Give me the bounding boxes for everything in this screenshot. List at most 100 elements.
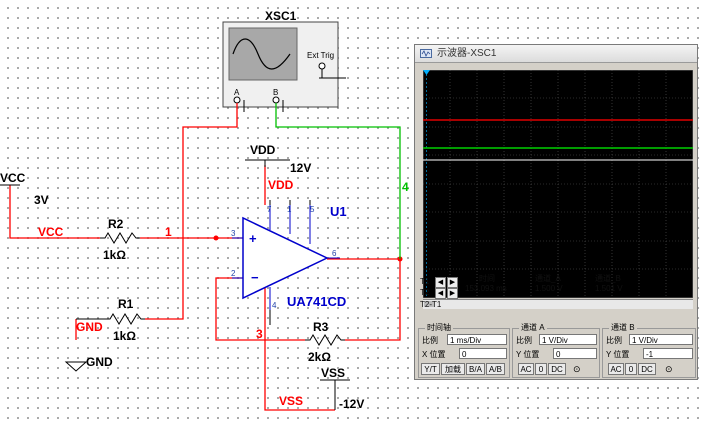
black-wires xyxy=(0,159,350,410)
channel-a-zero-button[interactable]: 0 xyxy=(535,363,547,375)
pin-3: 3 xyxy=(231,229,236,238)
pin-2: 2 xyxy=(231,269,236,278)
gnd-net-label: GND xyxy=(76,320,103,334)
t2-right-arrow-icon[interactable]: ▶ xyxy=(447,288,458,299)
channel-a-ac-button[interactable]: AC xyxy=(518,363,534,375)
scope-display[interactable] xyxy=(423,70,693,298)
channel-a-dc-button[interactable]: DC xyxy=(548,363,566,375)
channel-a-probe-icon[interactable]: ⊙ xyxy=(573,364,581,374)
r3-value: 2kΩ xyxy=(308,350,331,364)
load-button[interactable]: 加载 xyxy=(441,363,465,375)
readout-header-a: 通道_A xyxy=(535,274,561,283)
readout-row-t2-t1: T2-T1 xyxy=(420,300,442,309)
green-wire xyxy=(275,103,401,259)
channel-b-scale-field[interactable]: 1 V/Div xyxy=(629,334,693,345)
vcc-source-value: 3V xyxy=(34,193,49,207)
pin-5: 5 xyxy=(310,205,315,214)
channel-b-zero-button[interactable]: 0 xyxy=(625,363,637,375)
readout-header-b: 通道_B xyxy=(595,274,621,283)
display-scrollbar[interactable] xyxy=(423,299,693,309)
channel-b-group: 通道 B 比例 1 V/Div Y 位置 -1 AC 0 DC ⊙ xyxy=(602,322,696,378)
channel-a-group: 通道 A 比例 1 V/Div Y 位置 0 AC 0 DC ⊙ xyxy=(512,322,600,378)
ab-button[interactable]: A/B xyxy=(486,363,505,375)
node-junction xyxy=(213,235,219,241)
timebase-title: 时间轴 xyxy=(425,322,453,333)
window-title: 示波器-XSC1 xyxy=(437,48,497,59)
window-titlebar[interactable]: 示波器-XSC1 xyxy=(415,45,697,63)
vss-name: VSS xyxy=(321,366,345,380)
vcc-net-label: VCC xyxy=(38,225,64,239)
channel-b-title: 通道 B xyxy=(609,322,637,333)
vss-net-label: VSS xyxy=(279,394,303,408)
readout-row-t2: T2 xyxy=(420,288,430,297)
timebase-scale-label: 比例 xyxy=(422,336,438,345)
opamp-part: UA741CD xyxy=(287,294,346,309)
readout-t1-b: 1.501 V xyxy=(595,284,623,293)
red-wires xyxy=(9,103,401,411)
pin-7: 7 xyxy=(267,205,272,214)
opamp-u1[interactable]: + − 7 1 5 3 2 4 6 U1 UA741CD xyxy=(231,204,347,310)
channel-b-terminal-icon[interactable] xyxy=(272,96,280,104)
channel-a-scale-field[interactable]: 1 V/Div xyxy=(539,334,597,345)
vdd-net-label: VDD xyxy=(268,178,294,192)
readout-header-time: 时间 xyxy=(479,274,495,283)
t1-left-arrow-icon[interactable]: ◀ xyxy=(435,277,446,288)
vcc-source-name: VCC xyxy=(0,171,26,185)
resistor-r2[interactable]: R2 1kΩ xyxy=(100,217,140,262)
inverting-sign: − xyxy=(251,270,259,285)
noninverting-sign: + xyxy=(249,231,257,246)
timebase-xpos-field[interactable]: 0 xyxy=(459,348,507,359)
scope-screen-icon xyxy=(228,27,298,81)
channel-a-ypos-label: Y 位置 xyxy=(516,350,540,359)
r2-value: 1kΩ xyxy=(103,248,126,262)
channel-b-ypos-label: Y 位置 xyxy=(606,350,630,359)
readout-t1-time: 153.093 ms xyxy=(465,284,507,293)
ba-button[interactable]: B/A xyxy=(466,363,485,375)
vss-value: -12V xyxy=(339,397,364,411)
channel-a-terminal-icon[interactable] xyxy=(233,96,241,104)
scrollbar-thumb[interactable] xyxy=(424,301,434,307)
vdd-value: 12V xyxy=(290,161,311,175)
channel-a-scale-label: 比例 xyxy=(516,336,532,345)
vdd-name: VDD xyxy=(250,143,276,157)
r1-name: R1 xyxy=(118,297,134,311)
scope-sine-icon xyxy=(232,38,291,70)
oscilloscope-window[interactable]: 示波器-XSC1 T1 T2 T2-T1 ◀ ▶ ◀ ▶ 时间 通道_A 通道_… xyxy=(414,44,698,380)
t2-left-arrow-icon[interactable]: ◀ xyxy=(435,288,446,299)
r2-name: R2 xyxy=(108,217,124,231)
pin-6: 6 xyxy=(332,249,337,258)
resistor-r1[interactable]: R1 1kΩ xyxy=(105,297,145,343)
opamp-ref: U1 xyxy=(330,204,347,219)
channel-b-label: B xyxy=(273,88,278,97)
resistor-r3[interactable]: R3 2kΩ xyxy=(305,320,345,364)
instrument-label: XSC1 xyxy=(265,9,297,23)
oscilloscope-instrument[interactable]: XSC1 Ext Trig A B xyxy=(222,9,346,112)
channel-a-ypos-field[interactable]: 0 xyxy=(553,348,597,359)
yt-button[interactable]: Y/T xyxy=(421,363,440,375)
ext-trig-terminal-icon[interactable] xyxy=(318,62,326,70)
channel-b-dc-button[interactable]: DC xyxy=(638,363,656,375)
r1-value: 1kΩ xyxy=(113,329,136,343)
gnd-name: GND xyxy=(86,355,113,369)
t1-right-arrow-icon[interactable]: ▶ xyxy=(447,277,458,288)
node-label-3: 3 xyxy=(256,327,263,341)
timebase-group: 时间轴 比例 1 ms/Div X 位置 0 Y/T 加载 B/A A/B xyxy=(418,322,510,378)
readout-row-t1: T1 xyxy=(420,277,430,286)
channel-a-title: 通道 A xyxy=(519,322,547,333)
channel-b-ac-button[interactable]: AC xyxy=(608,363,624,375)
pin-4: 4 xyxy=(272,301,277,310)
timebase-scale-field[interactable]: 1 ms/Div xyxy=(447,334,507,345)
timebase-xpos-label: X 位置 xyxy=(422,350,446,359)
display-grid xyxy=(423,70,693,298)
readout-t1-a: 1.500 V xyxy=(535,284,563,293)
channel-b-ypos-field[interactable]: -1 xyxy=(643,348,693,359)
r3-name: R3 xyxy=(313,320,329,334)
node-label-4: 4 xyxy=(402,180,409,194)
ext-trig-label: Ext Trig xyxy=(307,51,334,60)
channel-b-probe-icon[interactable]: ⊙ xyxy=(665,364,673,374)
channel-a-label: A xyxy=(234,88,240,97)
channel-b-scale-label: 比例 xyxy=(606,336,622,345)
cursor-t1-marker-icon[interactable] xyxy=(423,70,430,75)
oscilloscope-app-icon xyxy=(420,49,432,58)
